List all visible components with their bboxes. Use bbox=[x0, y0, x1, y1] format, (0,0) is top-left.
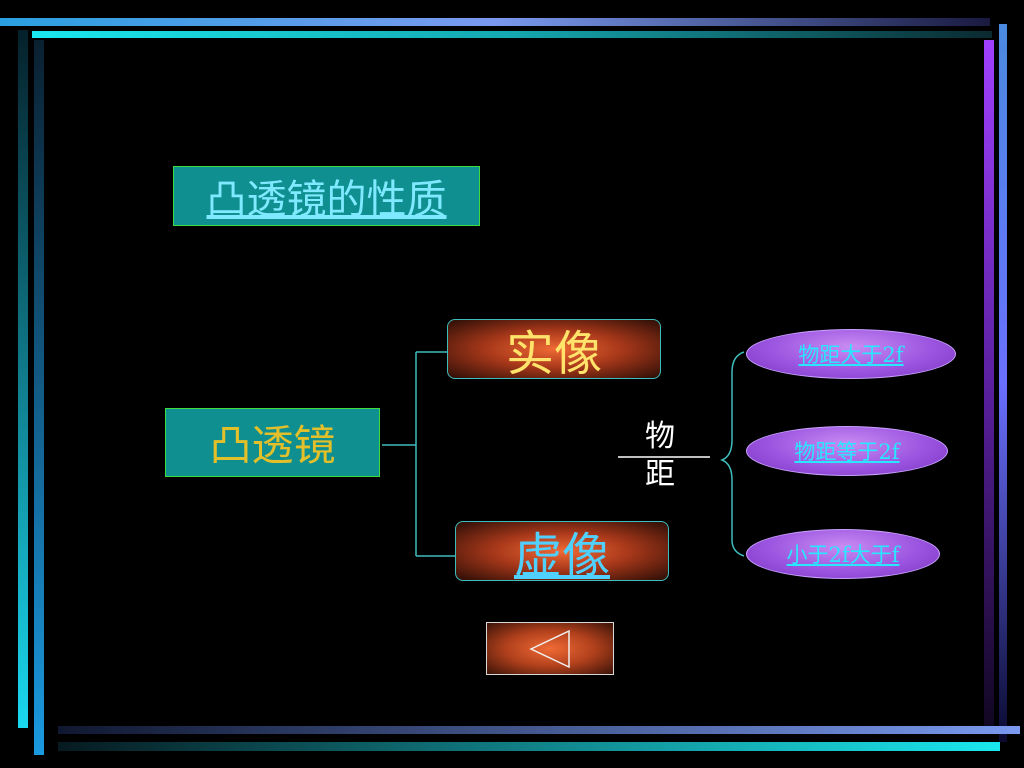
frame-right-bar-outer bbox=[999, 24, 1007, 742]
condition-label: 物距大于2f bbox=[798, 343, 904, 367]
condition-equal-2f[interactable]: 物距等于2f bbox=[746, 426, 948, 476]
object-distance-top: 物 bbox=[645, 419, 675, 454]
frame-bottom-bar bbox=[58, 726, 1020, 734]
title-box: 凸透镜的性质 bbox=[173, 166, 480, 226]
frame-bottom-bar-inner bbox=[58, 742, 1000, 751]
real-image-button[interactable]: 实像 bbox=[447, 319, 661, 382]
object-distance-bottom: 距 bbox=[645, 457, 675, 492]
condition-label: 物距等于2f bbox=[794, 440, 900, 464]
convex-lens-box: 凸透镜 bbox=[165, 408, 380, 477]
frame-left-bar-inner bbox=[34, 40, 44, 755]
virtual-image-button[interactable]: 虚像 bbox=[455, 521, 669, 584]
frame-top-bar-inner bbox=[32, 31, 992, 38]
object-distance-label: 物 距 bbox=[640, 418, 680, 494]
frame-right-bar bbox=[984, 40, 994, 730]
frame-left-bar bbox=[18, 30, 28, 728]
left-triangle-icon bbox=[529, 629, 570, 668]
title-link[interactable]: 凸透镜的性质 bbox=[206, 177, 447, 223]
back-button[interactable] bbox=[486, 622, 614, 675]
condition-between-f-2f[interactable]: 小于2f大于f bbox=[746, 529, 940, 579]
condition-label: 小于2f大于f bbox=[786, 543, 900, 567]
condition-greater-than-2f[interactable]: 物距大于2f bbox=[746, 329, 956, 379]
frame-top-bar bbox=[0, 18, 990, 26]
